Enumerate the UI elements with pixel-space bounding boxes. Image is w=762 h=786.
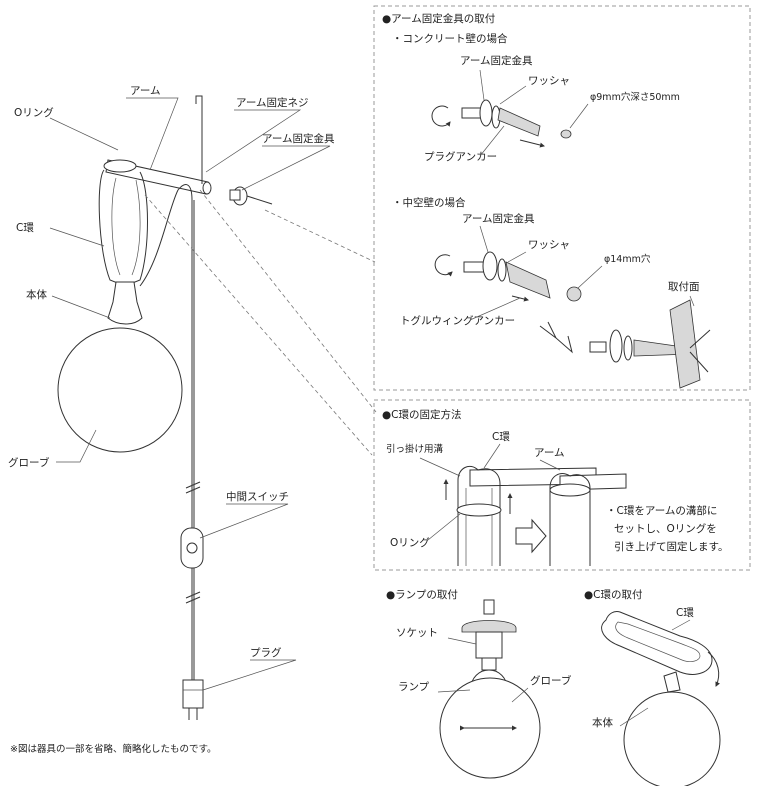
- power-cord: [139, 184, 195, 528]
- label-c-ring: C環: [16, 222, 34, 234]
- label-plug: プラグ: [250, 646, 282, 659]
- concrete-heading: ・コンクリート壁の場合: [392, 32, 508, 45]
- cring-before-diagram: [419, 443, 597, 566]
- o-ring: [103, 159, 137, 173]
- arm-bracket: [229, 186, 273, 206]
- cring-arm-label: アーム: [534, 447, 565, 459]
- main-fixture: [49, 95, 377, 720]
- hollow-heading: ・中空壁の場合: [392, 196, 466, 209]
- lamp-title: ●ランプの取付: [386, 588, 458, 601]
- label-arm-screw: アーム固定ネジ: [236, 96, 309, 109]
- cring-note-1: ・C環をアームの溝部に: [606, 504, 717, 517]
- cring-install-c-ring-label: C環: [676, 607, 694, 619]
- arm-screw: [195, 95, 203, 184]
- label-arm: アーム: [130, 85, 161, 97]
- hollow-hole-label: φ14mm穴: [604, 253, 651, 265]
- cring-o-ring-label: Oリング: [390, 536, 430, 549]
- hollow-washer-label: ワッシャ: [528, 239, 570, 251]
- lamp-globe-label: グローブ: [530, 674, 572, 687]
- cring-groove-label: 引っ掛け用溝: [386, 443, 444, 455]
- hollow-surface-label: 取付面: [668, 280, 700, 293]
- body: [107, 281, 143, 325]
- cring-install-title: ●C環の取付: [584, 588, 643, 601]
- concrete-anchor-label: プラグアンカー: [424, 150, 497, 163]
- concrete-washer-label: ワッシャ: [528, 75, 570, 87]
- cring-c-ring-label: C環: [492, 431, 510, 443]
- cring-step-arrow: [515, 518, 547, 554]
- lamp-lamp-label: ランプ: [398, 681, 430, 693]
- plug: [182, 679, 204, 720]
- label-switch: 中間スイッチ: [226, 490, 289, 503]
- hollow-bracket-label: アーム固定金具: [462, 212, 535, 225]
- footnote: ※図は器具の一部を省略、簡略化したものです。: [10, 743, 217, 755]
- label-globe: グローブ: [8, 456, 50, 469]
- label-o-ring: Oリング: [14, 106, 54, 119]
- label-arm-bracket: アーム固定金具: [262, 132, 335, 145]
- cring-install-diagram: [601, 611, 721, 786]
- lamp-socket-label: ソケット: [396, 627, 438, 639]
- concrete-bracket-label: アーム固定金具: [460, 54, 533, 67]
- lamp-install-diagram: [437, 599, 541, 779]
- concrete-hole-label: φ9mm穴深さ50mm: [590, 91, 680, 103]
- cring-install-body-label: 本体: [592, 716, 613, 729]
- hollow-anchor-label: トグルウィングアンカー: [400, 314, 515, 327]
- cring-after-diagram: [549, 473, 627, 566]
- cring-note-2: セットし、Oリングを: [614, 522, 717, 535]
- cring-note-3: 引き上げて固定します。: [614, 540, 728, 553]
- mount-title: ●アーム固定金具の取付: [382, 12, 495, 25]
- concrete-anchor-assembly: [431, 69, 589, 157]
- globe: [57, 327, 183, 453]
- label-body: 本体: [26, 288, 47, 301]
- mount-detail-box: [373, 5, 751, 391]
- toggle-anchor-assembly: [434, 225, 711, 389]
- cring-title: ●C環の固定方法: [382, 408, 462, 421]
